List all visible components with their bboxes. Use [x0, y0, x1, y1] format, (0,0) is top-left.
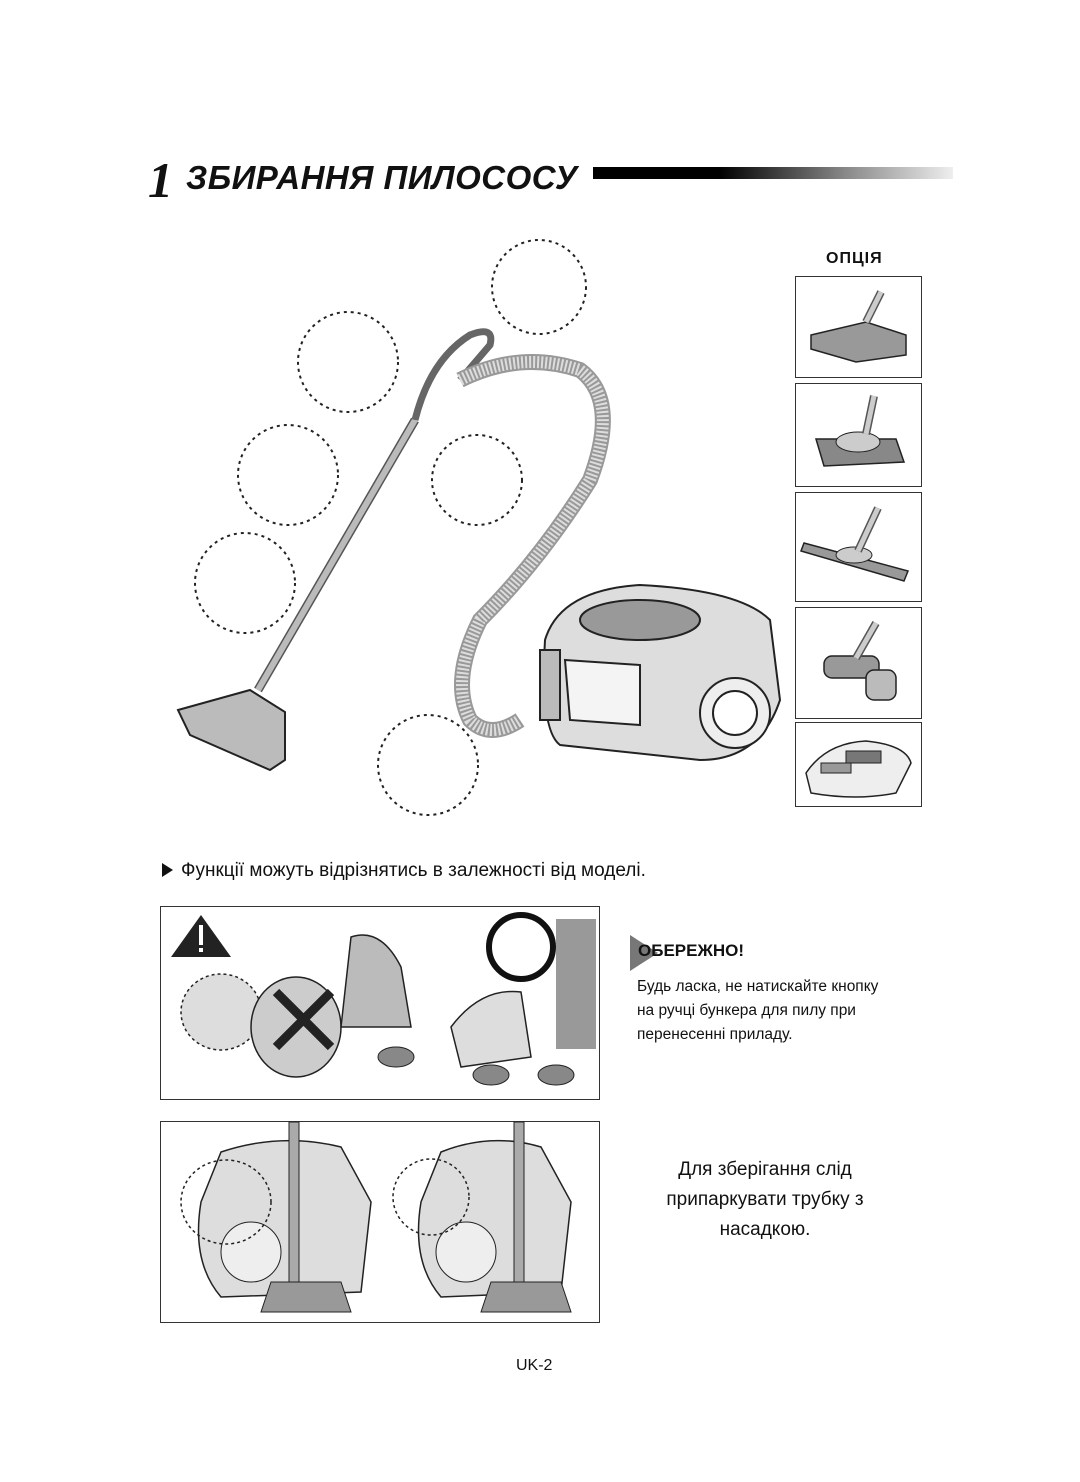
- storage-line: Для зберігання слід: [678, 1159, 852, 1180]
- caution-heading: ОБЕРЕЖНО!: [630, 935, 770, 971]
- storage-illustration-panel: [160, 1121, 600, 1323]
- page-number: UK-2: [516, 1357, 553, 1374]
- caution-heading-text: ОБЕРЕЖНО!: [638, 941, 744, 960]
- turbo-brush-icon: [814, 395, 906, 467]
- circle-highlight-icon: [486, 912, 556, 982]
- storage-line: насадкою.: [719, 1219, 811, 1240]
- caution-line: на ручці бункера для пилу при: [637, 1002, 856, 1019]
- storage-text: Для зберігання слід припаркувати трубку …: [630, 1155, 900, 1245]
- option-mini-turbo-brush: [795, 607, 922, 719]
- option-turbo-brush: [795, 383, 922, 487]
- mini-turbo-brush-icon: [823, 621, 897, 701]
- bullet-triangle-icon: [162, 863, 173, 877]
- options-label: ОПЦІЯ: [826, 250, 883, 267]
- caution-line: Будь ласка, не натискайте кнопку: [637, 978, 879, 995]
- section-heading: ЗБИРАННЯ ПИЛОСОСУ: [186, 159, 578, 196]
- caution-text: Будь ласка, не натискайте кнопку на ручц…: [637, 975, 937, 1047]
- caution-marker-icon: [630, 935, 658, 971]
- option-floor-brush: [795, 276, 922, 378]
- accessory-bag-icon: [805, 740, 912, 798]
- floor-brush-icon: [810, 290, 907, 363]
- model-note-text: Функції можуть відрізнятись в залежності…: [181, 860, 646, 881]
- section-number: 1: [148, 152, 173, 208]
- section-title: 1 ЗБИРАННЯ ПИЛОСОСУ: [148, 150, 958, 210]
- title-gradient-bar: [593, 167, 953, 179]
- parquet-brush-icon: [800, 506, 910, 582]
- option-parquet-brush: [795, 492, 922, 602]
- caution-line: перенесенні приладу.: [637, 1026, 793, 1043]
- model-note: Функції можуть відрізнятись в залежності…: [162, 860, 646, 882]
- storage-line: припаркувати трубку з: [666, 1189, 864, 1210]
- no-x-icon: [272, 988, 335, 1051]
- caution-illustration: [171, 912, 596, 1086]
- storage-illustration: [180, 1121, 572, 1313]
- option-accessory-bag: [795, 722, 922, 807]
- caution-illustration-panel: [160, 906, 600, 1100]
